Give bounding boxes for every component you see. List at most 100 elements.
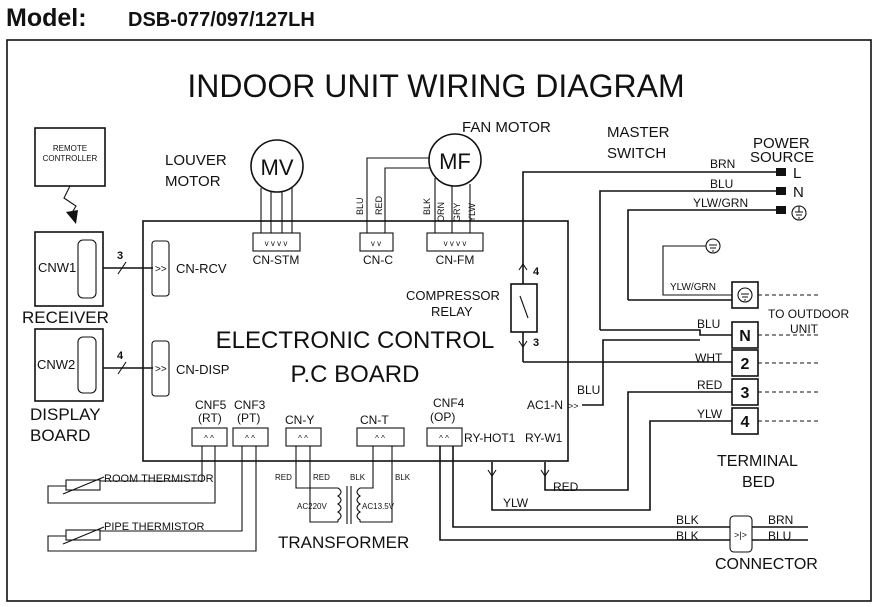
svg-text:>|>: >|> [734, 530, 747, 540]
connector-symbol [729, 515, 753, 553]
terminal-3-label: 3 [741, 385, 750, 402]
transformer-primary-coil [337, 487, 342, 522]
wire-blu-ac1: BLU [577, 383, 600, 397]
cn-t-label: CN-T [360, 413, 389, 427]
remote-controller-label-1: REMOTE [53, 144, 87, 153]
wire-red-term: RED [697, 378, 723, 392]
cn-y-connector [285, 427, 322, 447]
ir-arrow-icon [66, 210, 78, 224]
cn-fm-label: CN-FM [436, 253, 475, 267]
mv-label: MV [261, 155, 294, 180]
power-terminal-n: N [793, 184, 804, 201]
to-outdoor-label-1: TO OUTDOOR [768, 307, 849, 321]
cn-t-connector [356, 427, 405, 447]
svg-text:^ ^: ^ ^ [245, 434, 255, 443]
terminal-n-label: N [739, 328, 751, 345]
compressor-relay-label-2: RELAY [431, 304, 473, 319]
wire-ylw-grn-2: YLW/GRN [670, 282, 716, 293]
ac220-label: AC220V [297, 502, 327, 511]
fan-motor-label: FAN MOTOR [462, 119, 551, 136]
louver-motor-label-2: MOTOR [165, 173, 221, 190]
wire-ylw-grn: YLW/GRN [693, 196, 748, 210]
model-label: Model: [6, 4, 87, 32]
ry-w1-label: RY-W1 [525, 431, 563, 445]
svg-text:^ ^: ^ ^ [298, 434, 308, 443]
cnf5-label-2: (RT) [198, 411, 222, 425]
cn-rcv-connector [151, 240, 170, 297]
relay-pin-3: 3 [533, 337, 539, 349]
svg-text:^ ^: ^ ^ [375, 434, 385, 443]
display-board-box [34, 328, 104, 402]
pipe-thermistor-symbol [65, 529, 101, 541]
display-board-label-2: BOARD [30, 426, 90, 445]
connector-label: CONNECTOR [715, 556, 818, 573]
wire-orn-fm: ORN [436, 202, 446, 222]
wire-wht-term: WHT [695, 351, 723, 365]
room-thermistor-label: ROOM THERMISTOR [104, 473, 214, 485]
wire-red-ry: RED [553, 480, 579, 494]
wire-blk-conn2: BLK [676, 529, 699, 543]
ac135-label: AC13.5V [362, 502, 395, 511]
cn-disp-connector [151, 340, 170, 397]
svg-text:^ ^: ^ ^ [204, 434, 214, 443]
ac1-n-arrows: >> [568, 401, 579, 411]
wire-ylw-fm: YLW [467, 203, 477, 222]
pcb-title-line2: P.C BOARD [291, 361, 420, 388]
cn-disp-arrows: >> [155, 364, 167, 375]
cnf4-label-2: (OP) [430, 410, 455, 424]
cnw1-label: CNW1 [38, 260, 76, 275]
to-outdoor-label-2: UNIT [790, 322, 819, 336]
cn-fm-connector [426, 232, 484, 252]
receiver-label: RECEIVER [22, 308, 109, 327]
terminal-2-label: 2 [741, 356, 750, 373]
wire-red-t1: RED [275, 473, 292, 482]
cnf4-label-1: CNF4 [433, 396, 465, 410]
wire-red-c: RED [374, 195, 384, 215]
outer-frame [6, 39, 872, 602]
transformer-label: TRANSFORMER [278, 533, 409, 552]
cnw2-label: CNW2 [37, 357, 75, 372]
svg-text:v v v v: v v v v [444, 239, 467, 248]
svg-text:v v: v v [371, 239, 381, 248]
compressor-relay-label-1: COMPRESSOR [406, 288, 500, 303]
cnf3-label-2: (PT) [237, 411, 260, 425]
ry-hot1-label: RY-HOT1 [464, 431, 516, 445]
cn-c-connector [359, 232, 394, 252]
model-value: DSB-077/097/127LH [128, 9, 315, 31]
wire-blu-c: BLU [355, 197, 365, 215]
wire-red-t2: RED [313, 473, 330, 482]
relay-pin-4: 4 [533, 266, 540, 278]
display-board-label-1: DISPLAY [30, 405, 101, 424]
power-source-label-1: POWER [753, 135, 810, 152]
cn-stm-label: CN-STM [253, 253, 300, 267]
wire-brn-conn: BRN [768, 513, 793, 527]
wire-brn-l: BRN [710, 157, 735, 171]
wire-blk-fm: BLK [422, 198, 432, 215]
display-socket-icon [77, 336, 97, 394]
cn-c-label: CN-C [363, 253, 393, 267]
cn-rcv-label: CN-RCV [176, 261, 227, 276]
receiver-socket-icon [77, 239, 97, 299]
remote-controller-label-2: CONTROLLER [43, 154, 98, 163]
master-switch-label-1: MASTER [607, 124, 670, 141]
louver-motor-symbol [250, 139, 304, 193]
cnf4-connector [426, 427, 463, 447]
cnf3-connector [232, 427, 269, 447]
room-thermistor-symbol [65, 479, 101, 491]
ground-terminal [731, 281, 759, 309]
pipe-thermistor-label: PIPE THERMISTOR [104, 521, 205, 533]
cnf5-label-1: CNF5 [195, 398, 227, 412]
wire-ylw-ry: YLW [503, 496, 529, 510]
cnf3-label-1: CNF3 [234, 398, 266, 412]
power-terminal-l: L [793, 165, 801, 182]
ac1-n-label: AC1-N [527, 398, 563, 412]
cn-rcv-arrows: >> [155, 264, 167, 275]
wire-blu-n: BLU [710, 177, 733, 191]
power-source-label-2: SOURCE [750, 149, 814, 166]
wire-blu-term: BLU [697, 317, 720, 331]
wire-blu-conn: BLU [768, 529, 791, 543]
fan-motor-symbol [428, 133, 482, 187]
svg-text:^ ^: ^ ^ [439, 434, 449, 443]
cn-stm-connector [252, 232, 301, 252]
